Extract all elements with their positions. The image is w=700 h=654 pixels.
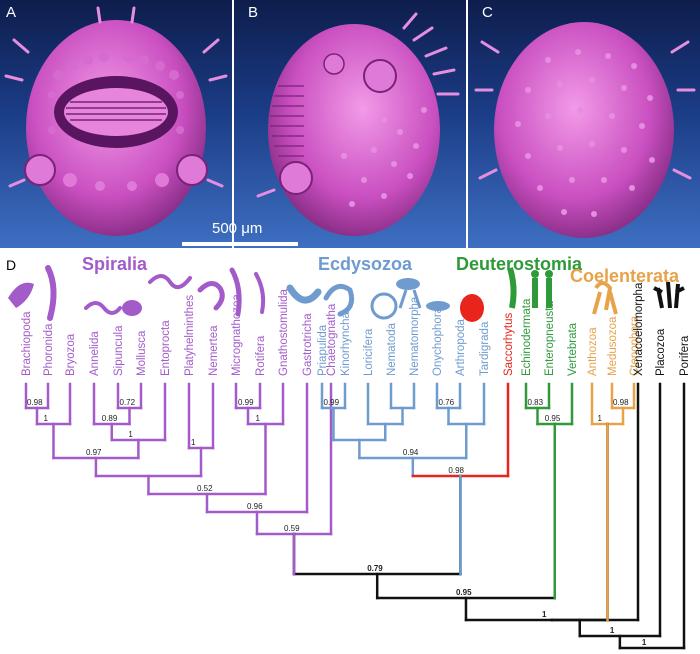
taxon-label: Xenacoelomorpha bbox=[633, 282, 645, 376]
support-value: 1 bbox=[542, 610, 547, 619]
taxon-label: Nemertea bbox=[208, 325, 220, 376]
support-value: 0.72 bbox=[120, 398, 136, 407]
taxon-label: Onychophora bbox=[432, 306, 444, 376]
support-value: 0.59 bbox=[284, 524, 300, 533]
taxon-label: Loricifera bbox=[363, 328, 375, 376]
support-value: 1 bbox=[128, 430, 133, 439]
support-value: 0.94 bbox=[403, 448, 419, 457]
support-value: 0.76 bbox=[439, 398, 455, 407]
taxon-label: Saccorhytus bbox=[503, 312, 515, 376]
panel-a-label: A bbox=[6, 4, 17, 21]
support-value: 0.98 bbox=[27, 398, 43, 407]
taxon-label: Nematoda bbox=[386, 322, 398, 376]
support-value: 0.89 bbox=[102, 414, 118, 423]
taxon-label: Phoronida bbox=[43, 323, 55, 376]
support-value: 0.99 bbox=[324, 398, 340, 407]
support-value: 0.95 bbox=[456, 588, 472, 597]
taxon-label: Anthozoa bbox=[587, 327, 599, 376]
taxon-label: Porifera bbox=[679, 335, 691, 376]
taxon-label: Entoprocta bbox=[160, 320, 172, 376]
group-label-ecdysozoa: Ecdysozoa bbox=[318, 254, 413, 274]
taxon-label: Tardigrada bbox=[479, 321, 491, 376]
support-values: 0.9810.720.8910.9710.9910.520.960.590.99… bbox=[27, 398, 647, 647]
taxon-label: Enteropneusta bbox=[544, 301, 556, 376]
scale-bar-label: 500 μm bbox=[212, 220, 263, 237]
taxon-label: Priapulida bbox=[317, 324, 329, 376]
taxon-label: Bryozoa bbox=[65, 333, 77, 376]
support-value: 1 bbox=[191, 438, 196, 447]
taxon-label: Medusozoa bbox=[607, 316, 619, 376]
panel-c-label: C bbox=[482, 4, 493, 21]
taxon-label: Gastrotricha bbox=[302, 313, 314, 376]
taxon-labels: Brachiopoda Phoronida Bryozoa Annelida Sipun… bbox=[21, 282, 691, 376]
taxon-label: Micrognathozoa bbox=[231, 294, 243, 376]
specimen-ventral-view bbox=[4, 6, 228, 236]
support-value: 0.96 bbox=[247, 502, 263, 511]
taxon-label: Vertebrata bbox=[567, 322, 579, 376]
taxon-label: Chaetognatha bbox=[326, 303, 338, 376]
panel-b: B bbox=[234, 0, 466, 248]
support-value: 0.52 bbox=[197, 484, 213, 493]
taxon-silhouettes bbox=[8, 265, 685, 322]
taxon-label: Echinodermata bbox=[521, 298, 533, 376]
support-value: 0.98 bbox=[448, 466, 464, 475]
taxon-label: Mollusca bbox=[136, 330, 148, 376]
taxon-label: Arthropoda bbox=[455, 318, 467, 376]
specimen-lateral-view bbox=[256, 12, 460, 236]
support-value: 0.99 bbox=[238, 398, 254, 407]
support-value: 0.83 bbox=[528, 398, 544, 407]
specimen-dorsal-view bbox=[474, 22, 696, 238]
panel-b-label: B bbox=[248, 4, 259, 21]
taxon-label: Brachiopoda bbox=[21, 311, 33, 376]
panel-d-label: D bbox=[6, 257, 16, 273]
support-value: 0.95 bbox=[545, 414, 561, 423]
taxon-label: Kinorhyncha bbox=[340, 311, 352, 376]
support-value: 0.97 bbox=[86, 448, 102, 457]
taxon-label: Annelida bbox=[89, 331, 101, 376]
taxon-label: Gnathostomulida bbox=[278, 288, 290, 376]
support-value: 1 bbox=[598, 414, 603, 423]
taxon-label: Nematomorpha bbox=[409, 296, 421, 376]
group-label-coelenterata: Coelenterata bbox=[570, 266, 680, 286]
taxon-label: Placozoa bbox=[655, 328, 667, 376]
support-value: 1 bbox=[642, 638, 647, 647]
taxon-label: Rotifera bbox=[255, 335, 267, 376]
tree-branches bbox=[24, 382, 686, 650]
support-value: 0.98 bbox=[613, 398, 629, 407]
support-value: 0.79 bbox=[367, 564, 383, 573]
group-label-deuterostomia: Deuterostomia bbox=[456, 254, 583, 274]
taxon-label: Sipuncula bbox=[113, 325, 125, 376]
taxon-label: Platyhelminthes bbox=[184, 295, 196, 376]
support-value: 1 bbox=[256, 414, 261, 423]
panel-a: A bbox=[0, 0, 232, 248]
phylogenetic-tree: D Spiralia Ecdysozoa Deuterostomia Coele… bbox=[6, 254, 691, 650]
support-value: 1 bbox=[610, 626, 615, 635]
panel-c: C bbox=[468, 0, 700, 248]
support-value: 1 bbox=[44, 414, 49, 423]
scale-bar bbox=[182, 242, 298, 246]
group-label-spiralia: Spiralia bbox=[82, 254, 148, 274]
taxon-label: Ctenophora bbox=[629, 315, 641, 376]
